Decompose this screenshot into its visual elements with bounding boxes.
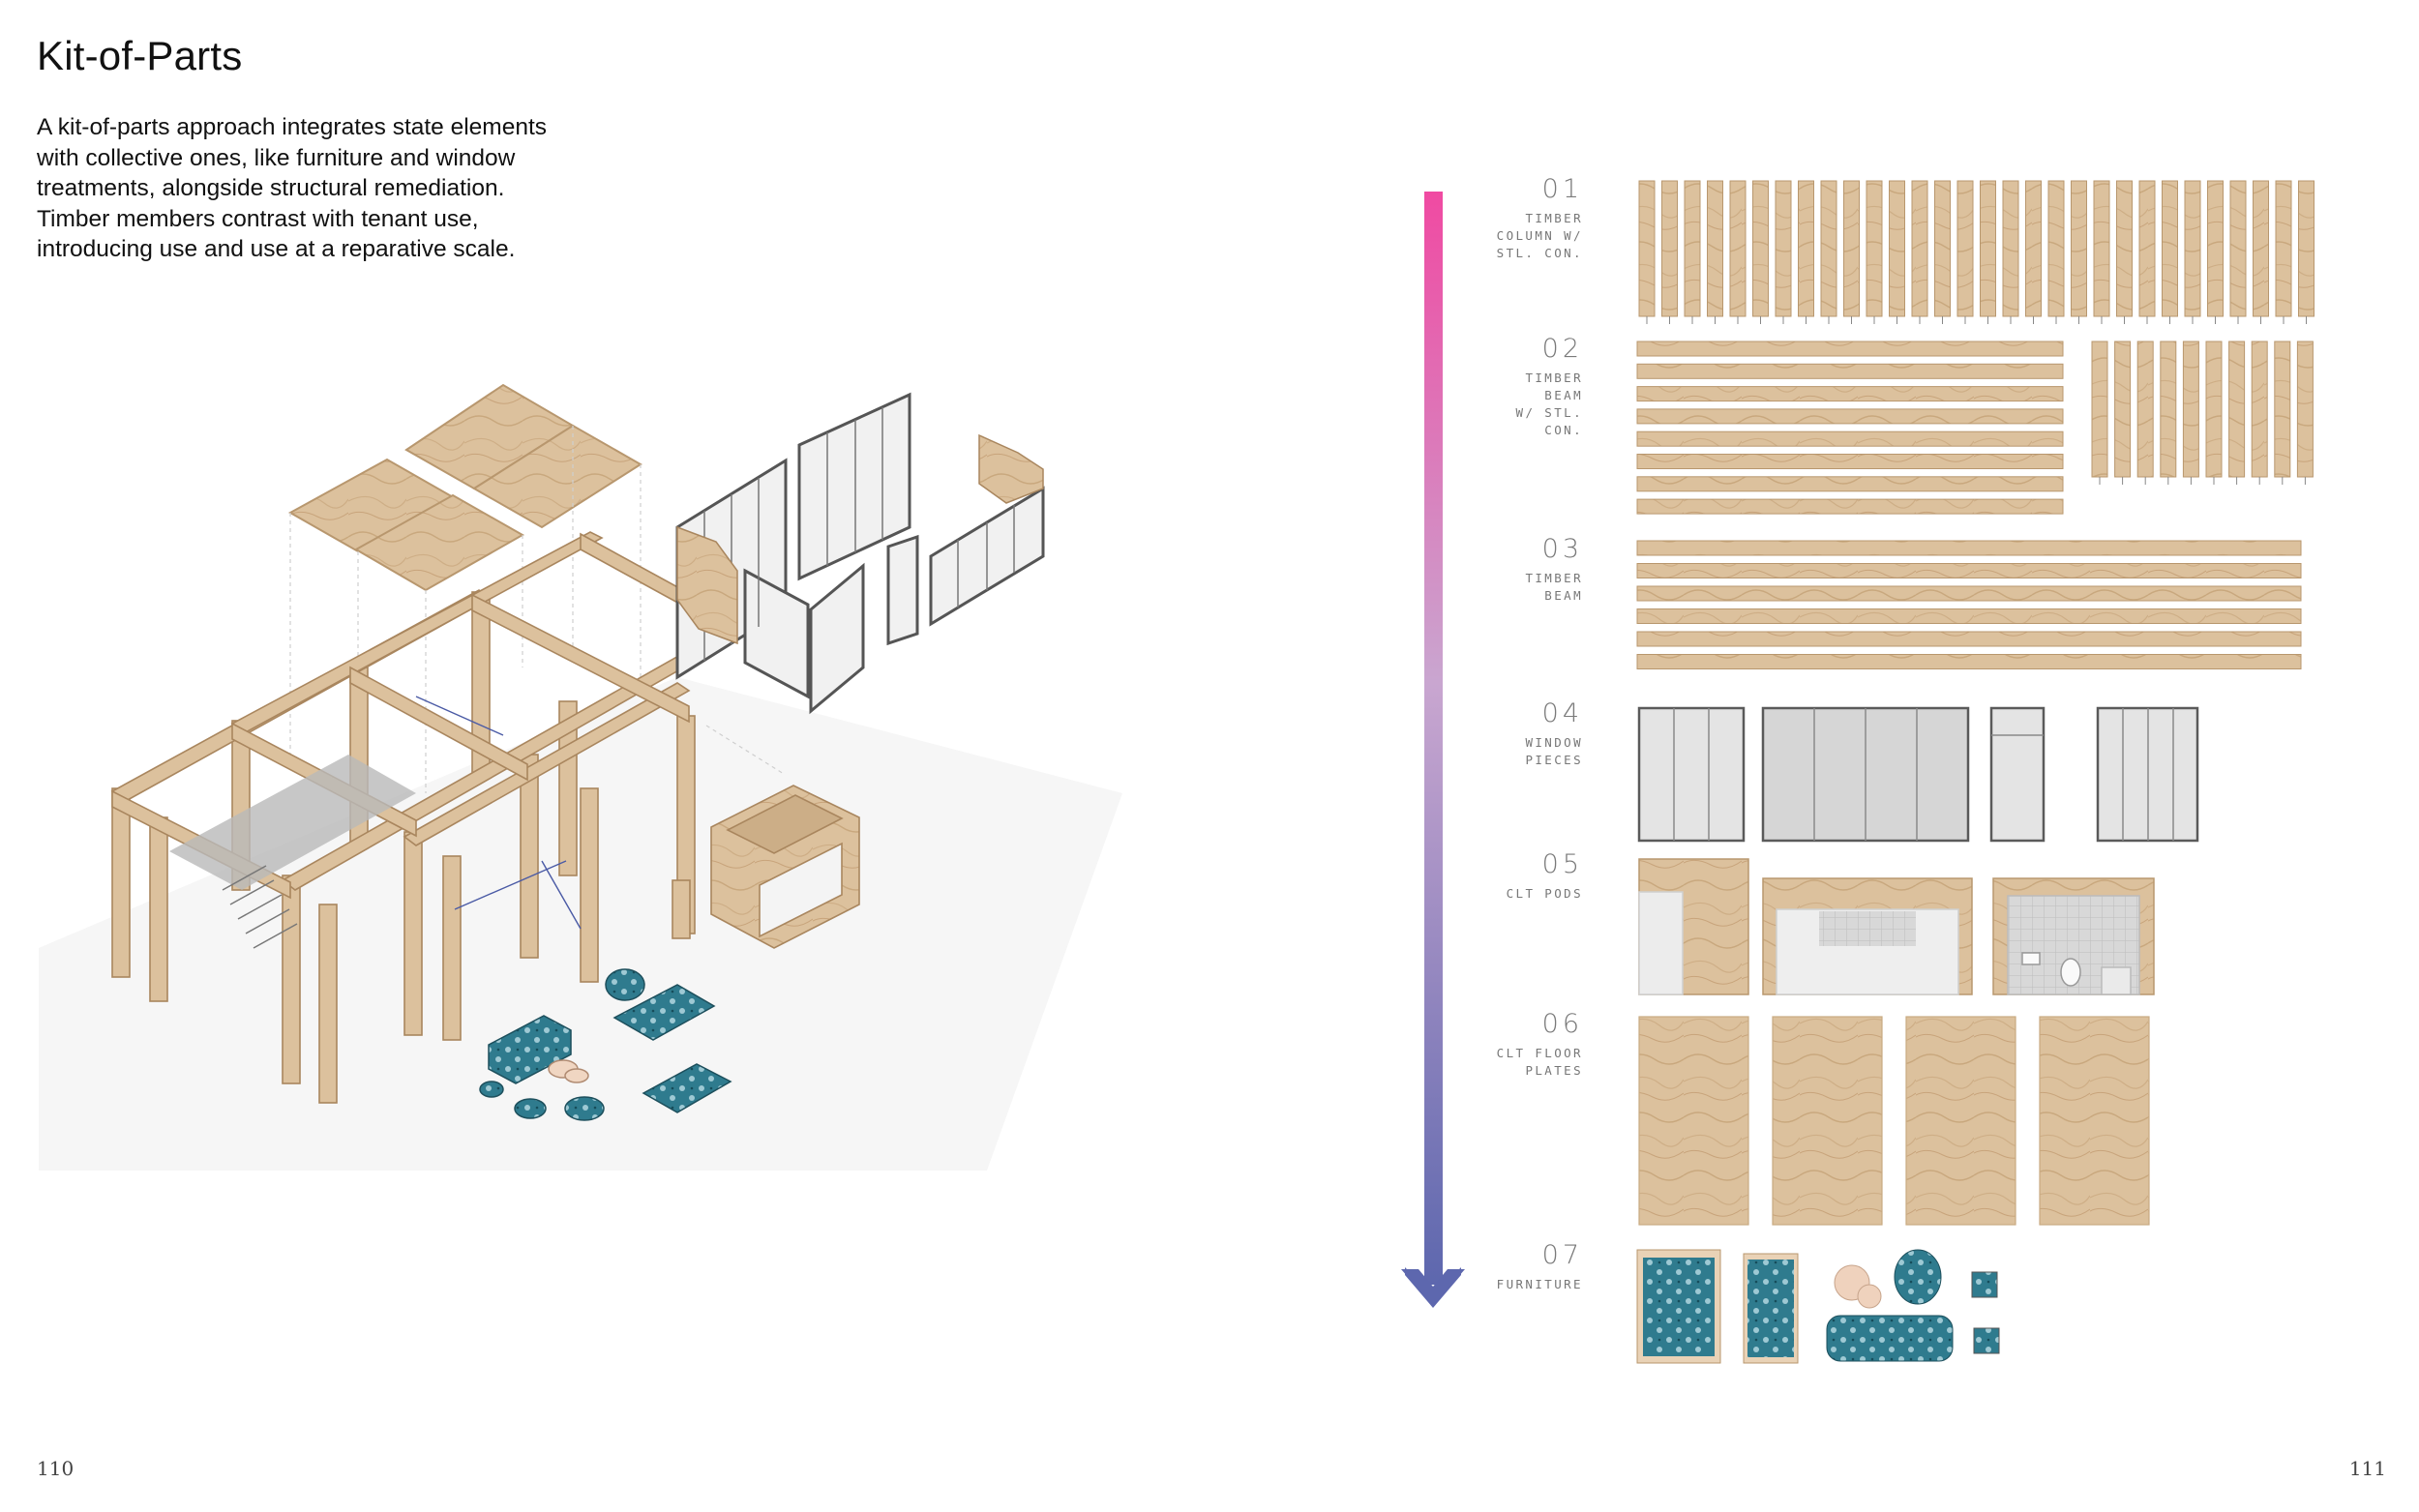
timber-column	[2116, 180, 2133, 317]
timber-column	[1798, 180, 1814, 317]
timber-beam-steel-vertical	[2251, 341, 2268, 478]
timber-column	[1866, 180, 1883, 317]
timber-column	[2184, 180, 2201, 317]
timber-column	[2229, 180, 2247, 317]
clt-pods	[1638, 858, 2155, 995]
clt-pod-isometric	[710, 785, 860, 949]
timber-column	[2253, 180, 2269, 317]
timber-beam-steel-vertical	[2114, 341, 2132, 478]
furniture-isometric	[479, 968, 732, 1121]
timber-beam-steel-vertical	[2274, 341, 2291, 478]
timber-beam-steel-vertical	[2296, 341, 2314, 478]
timber-column	[1934, 180, 1951, 317]
isometric-illustration	[39, 383, 1122, 1171]
timber-column	[2047, 180, 2065, 317]
timber-column	[1911, 180, 1928, 317]
timber-column	[1775, 180, 1792, 317]
timber-column	[1684, 180, 1701, 317]
category-label: CLT PODS	[1506, 886, 1583, 901]
timber-column	[1661, 180, 1678, 317]
category-number: 07	[1541, 1240, 1583, 1270]
timber-beam-steel	[1636, 341, 2064, 357]
timber-beam-steel	[1636, 454, 2064, 469]
timber-beam-steel	[1636, 408, 2064, 425]
timber-beam-steel-vertical	[2091, 341, 2108, 478]
timber-column	[2207, 180, 2224, 317]
timber-beams	[1636, 540, 2302, 669]
timber-beam-long	[1636, 608, 2302, 624]
intro-paragraph: A kit-of-parts approach integrates state…	[37, 114, 548, 262]
category-number: 01	[1541, 174, 1583, 204]
category-number: 06	[1541, 1009, 1583, 1039]
timber-beam-steel	[1636, 363, 2064, 379]
timber-frame	[110, 531, 702, 1104]
timber-beam-long	[1636, 654, 2302, 669]
timber-beam-steel	[1636, 498, 2064, 515]
timber-column	[1956, 180, 1974, 317]
floating-floor-plates	[287, 383, 642, 592]
timber-beam-long	[1636, 563, 2302, 578]
page-title: Kit-of-Parts	[37, 33, 243, 78]
category-07: 07 FURNITURE	[1497, 1240, 1583, 1293]
timber-beam-steel-vertical	[2205, 341, 2223, 478]
timber-beams-steel	[1636, 341, 2314, 515]
timber-beam-long	[1636, 585, 2302, 602]
timber-column	[1752, 180, 1769, 317]
timber-column	[2162, 180, 2178, 317]
timber-beam-steel	[1636, 430, 2064, 447]
furniture-pieces	[1636, 1249, 2000, 1364]
category-number: 05	[1541, 849, 1583, 879]
timber-beam-long	[1636, 631, 2302, 647]
category-number: 03	[1541, 534, 1583, 564]
timber-beam-steel-vertical	[2228, 341, 2246, 478]
clt-floor-plates	[1638, 1016, 2150, 1226]
timber-beam-steel	[1636, 386, 2064, 402]
window-pieces	[1637, 706, 2199, 843]
timber-column	[1980, 180, 1996, 317]
category-number: 02	[1541, 334, 1583, 364]
timber-columns	[1638, 180, 2314, 324]
timber-column	[1820, 180, 1837, 317]
category-number: 04	[1541, 698, 1583, 728]
page-number-left: 110	[37, 1457, 75, 1480]
timber-column	[2275, 180, 2292, 317]
timber-beam-steel-vertical	[2160, 341, 2177, 478]
timber-column	[2138, 180, 2156, 317]
category-label: FURNITURE	[1496, 1277, 1583, 1291]
timber-column	[1889, 180, 1905, 317]
timber-column	[2093, 180, 2110, 317]
timber-column	[1707, 180, 1723, 317]
timber-beam-steel	[1636, 476, 2064, 492]
timber-beam-long	[1636, 540, 2302, 556]
interior-stair	[169, 696, 582, 949]
page-number-right: 111	[2348, 1457, 2386, 1480]
category-05: 05 CLT PODS	[1507, 849, 1583, 903]
timber-beam-steel-vertical	[2182, 341, 2199, 478]
timber-column	[1729, 180, 1747, 317]
timber-column	[1638, 180, 1656, 317]
sequence-arrow	[1401, 192, 1465, 1308]
timber-beam-steel-vertical	[2136, 341, 2154, 478]
timber-column	[2002, 180, 2019, 317]
timber-column	[1843, 180, 1860, 317]
timber-column	[2025, 180, 2042, 317]
timber-column	[2298, 180, 2314, 317]
timber-column	[2071, 180, 2087, 317]
